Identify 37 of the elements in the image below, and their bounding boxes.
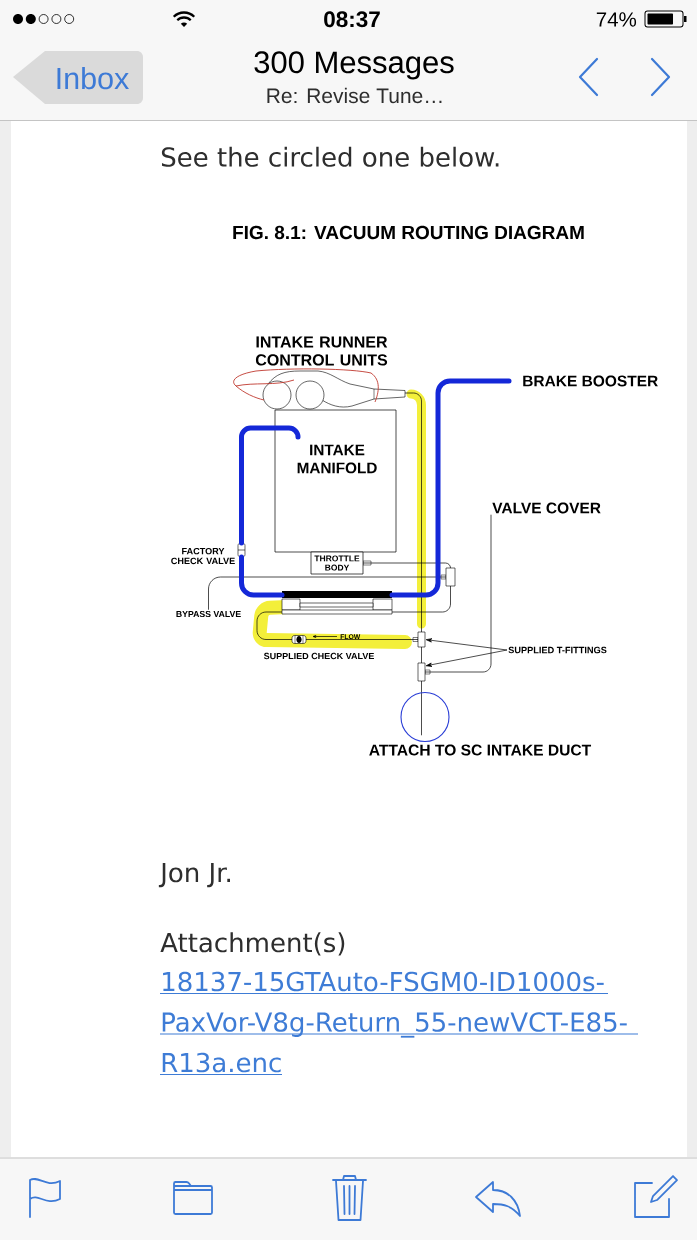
hose-line [421,646,422,664]
hose-line [208,576,447,611]
hose-line [256,611,293,640]
part-label: VALVE COVER [492,502,601,514]
message-text: See the circled one below. [161,146,499,167]
hand-drawn-line [389,378,512,598]
section-heading: Attachment(s) [160,932,345,956]
t-fitting [412,631,426,648]
signature: Jon Jr. [158,863,230,888]
leader-arrow [425,649,508,667]
subject-line: Re: Revise Tune… [267,87,442,104]
part-label: BYPASS VALVE [176,610,241,618]
part-label: INTAKE RUNNER CONTROL UNITS [255,336,388,366]
part-label: FACTORY CHECK VALVE [171,547,235,565]
hand-drawn-line [239,554,285,598]
t-fitting [440,567,456,587]
hose-line [362,562,451,569]
hose-line [404,392,422,633]
bypass-valve-drawing [281,591,393,615]
t-fitting [417,662,431,682]
back-button: Inbox [13,51,143,104]
figure-title: FIG. 8.1: VACUUM ROUTING DIAGRAM [233,225,584,240]
part-label: SUPPLIED CHECK VALVE [263,652,374,660]
attachment-link: 18137-15GTAuto-FSGM0-ID1000s-PaxVor-V8g-Return_55-newVCT-E85-R13a.enc [159,971,639,1076]
hand-drawn-line [239,425,301,546]
hose-line [305,639,419,640]
hose-line [391,585,451,613]
mailbox-title: 300 Messages [254,51,454,80]
part-label: ATTACH TO SC INTAKE DUCT [369,744,592,756]
leader-arrow [425,638,508,651]
hose-line [424,514,492,673]
battery-percentage: 74% [596,12,637,27]
manifold-box: INTAKE MANIFOLD [274,409,397,553]
part-label: BRAKE BOOSTER [523,375,658,387]
part-label: SUPPLIED T-FITTINGS [508,646,607,654]
clock-time: 08:37 [324,11,380,28]
throttle-body-box: THROTTLE BODY [310,551,372,575]
